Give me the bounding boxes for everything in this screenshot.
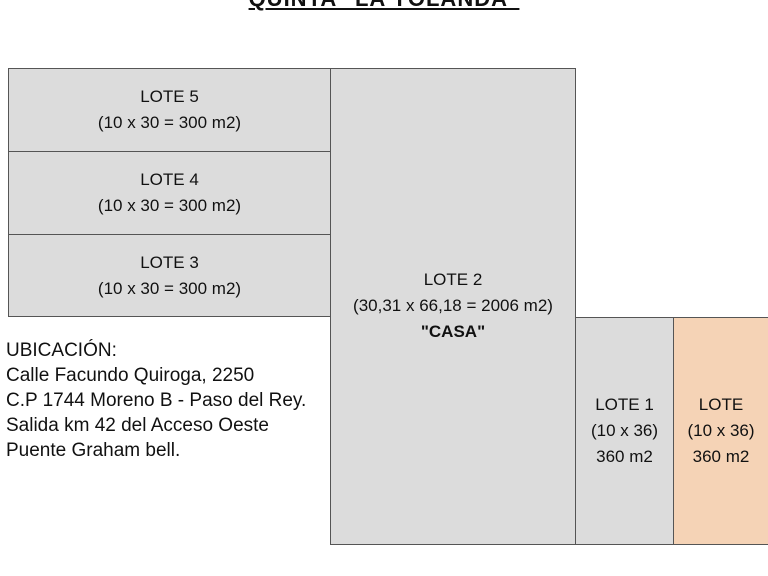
location-info: UBICACIÓN: Calle Facundo Quiroga, 2250 C…	[6, 338, 321, 463]
lot-1: LOTE 1 (10 x 36) 360 m2	[575, 317, 674, 545]
location-line: Puente Graham bell.	[6, 440, 181, 461]
location-line: Calle Facundo Quiroga, 2250	[6, 365, 255, 386]
lot-2-name: LOTE 2	[423, 270, 483, 289]
lot-3-name: LOTE 3	[140, 252, 199, 272]
location-line: C.P 1744 Moreno B - Paso del Rey.	[6, 390, 307, 411]
lot-2-note: "CASA"	[420, 322, 486, 341]
lot-5: LOTE 5 (10 x 30 = 300 m2)	[8, 68, 331, 152]
lot-1-size: (10 x 36)	[590, 421, 659, 440]
location-heading: UBICACIÓN:	[6, 340, 117, 361]
lot-highlighted-size: (10 x 36)	[687, 421, 755, 440]
lot-2: LOTE 2 (30,31 x 66,18 = 2006 m2) "CASA"	[330, 68, 576, 545]
map-title: QUINTA "LA YOLANDA"	[0, 0, 768, 12]
lot-4-name: LOTE 4	[140, 170, 199, 189]
lot-highlighted: LOTE (10 x 36) 360 m2	[673, 317, 768, 545]
lot-2-size: (30,31 x 66,18 = 2006 m2)	[353, 296, 553, 315]
lot-5-size: (10 x 30 = 300 m2)	[97, 113, 242, 132]
lot-3-size: (10 x 30 = 300 m2)	[97, 278, 242, 298]
lot-4: LOTE 4 (10 x 30 = 300 m2)	[8, 151, 331, 235]
lot-highlighted-name: LOTE	[698, 395, 744, 414]
lot-highlighted-area: 360 m2	[692, 447, 750, 466]
lot-3: LOTE 3 (10 x 30 = 300 m2)	[8, 234, 331, 317]
location-line: Salida km 42 del Acceso Oeste	[6, 415, 269, 436]
lot-1-area: 360 m2	[596, 447, 653, 466]
lot-4-size: (10 x 30 = 300 m2)	[97, 196, 242, 215]
lot-1-name: LOTE 1	[595, 395, 654, 414]
lot-5-name: LOTE 5	[140, 87, 199, 106]
